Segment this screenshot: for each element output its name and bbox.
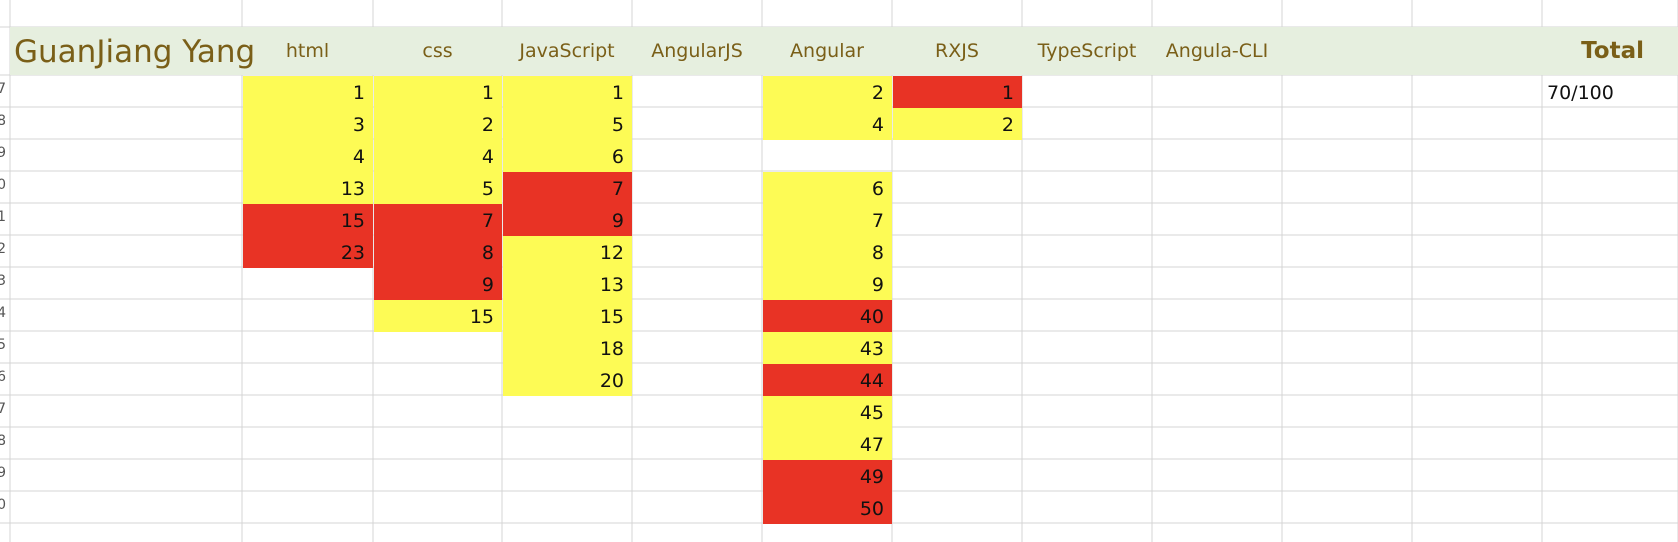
row-number[interactable]: 7 (0, 81, 6, 97)
score-cell[interactable]: 45 (763, 396, 892, 428)
column-header-rxjs[interactable]: RXJS (935, 40, 979, 62)
row-number[interactable]: 4 (0, 305, 6, 321)
column-header-css[interactable]: css (422, 40, 453, 62)
score-cell[interactable]: 6 (503, 140, 632, 172)
score-cell[interactable]: 15 (374, 300, 502, 332)
score-cell[interactable]: 1 (374, 76, 502, 108)
column-header-javascript[interactable]: JavaScript (519, 40, 615, 62)
score-cell[interactable]: 40 (763, 300, 892, 332)
score-cell[interactable]: 23 (243, 236, 373, 268)
score-cell[interactable]: 13 (243, 172, 373, 204)
score-cell[interactable] (763, 140, 892, 172)
score-cell[interactable]: 9 (374, 268, 502, 300)
row-number[interactable]: 0 (0, 177, 6, 193)
score-cell[interactable]: 5 (374, 172, 502, 204)
column-header-angular[interactable]: Angular (790, 40, 864, 62)
score-cell[interactable]: 8 (763, 236, 892, 268)
score-cell[interactable]: 13 (503, 268, 632, 300)
score-cell[interactable]: 7 (763, 204, 892, 236)
score-cell[interactable]: 2 (893, 108, 1022, 140)
score-cell[interactable]: 7 (374, 204, 502, 236)
score-cell[interactable]: 20 (503, 364, 632, 396)
score-cell[interactable]: 9 (763, 268, 892, 300)
score-cell[interactable]: 15 (243, 204, 373, 236)
student-name-cell[interactable]: GuanJiang Yang (14, 34, 256, 70)
score-cell[interactable]: 2 (374, 108, 502, 140)
row-number[interactable]: 0 (0, 497, 6, 513)
row-number[interactable]: 1 (0, 209, 6, 225)
row-number[interactable]: 9 (0, 465, 6, 481)
column-header-angularjs[interactable]: AngularJS (651, 40, 743, 62)
score-cell[interactable]: 9 (503, 204, 632, 236)
score-cell[interactable]: 49 (763, 460, 892, 492)
row-number[interactable]: 8 (0, 433, 6, 449)
row-number[interactable]: 3 (0, 273, 6, 289)
score-cell[interactable]: 3 (243, 108, 373, 140)
score-cell[interactable]: 7 (503, 172, 632, 204)
score-cell[interactable]: 1 (893, 76, 1022, 108)
row-number[interactable]: 7 (0, 401, 6, 417)
column-header-html[interactable]: html (285, 40, 330, 62)
score-cell[interactable]: 5 (503, 108, 632, 140)
row-number[interactable]: 5 (0, 337, 6, 353)
column-header-angula-cli[interactable]: Angula-CLI (1165, 40, 1269, 62)
row-number[interactable]: 2 (0, 241, 6, 257)
header-row-band (10, 27, 1678, 75)
score-cell[interactable]: 2 (763, 76, 892, 108)
row-number[interactable]: 9 (0, 145, 6, 161)
row-number[interactable]: 8 (0, 113, 6, 129)
score-cell[interactable]: 6 (763, 172, 892, 204)
row-number[interactable]: 6 (0, 369, 6, 385)
total-value-cell[interactable]: 70/100 (1547, 82, 1614, 104)
score-cell[interactable]: 12 (503, 236, 632, 268)
score-cell[interactable]: 1 (503, 76, 632, 108)
score-cell[interactable]: 47 (763, 428, 892, 460)
score-cell[interactable]: 44 (763, 364, 892, 396)
score-cell[interactable]: 15 (503, 300, 632, 332)
column-header-typescript[interactable]: TypeScript (1037, 40, 1137, 62)
score-cell[interactable]: 4 (374, 140, 502, 172)
score-cell[interactable]: 1 (243, 76, 373, 108)
score-cell[interactable]: 43 (763, 332, 892, 364)
score-cell[interactable]: 50 (763, 492, 892, 524)
score-cell[interactable]: 4 (763, 108, 892, 140)
score-cell[interactable]: 8 (374, 236, 502, 268)
score-cell[interactable]: 4 (243, 140, 373, 172)
total-header-cell[interactable]: Total (1581, 38, 1644, 64)
score-cell[interactable]: 18 (503, 332, 632, 364)
